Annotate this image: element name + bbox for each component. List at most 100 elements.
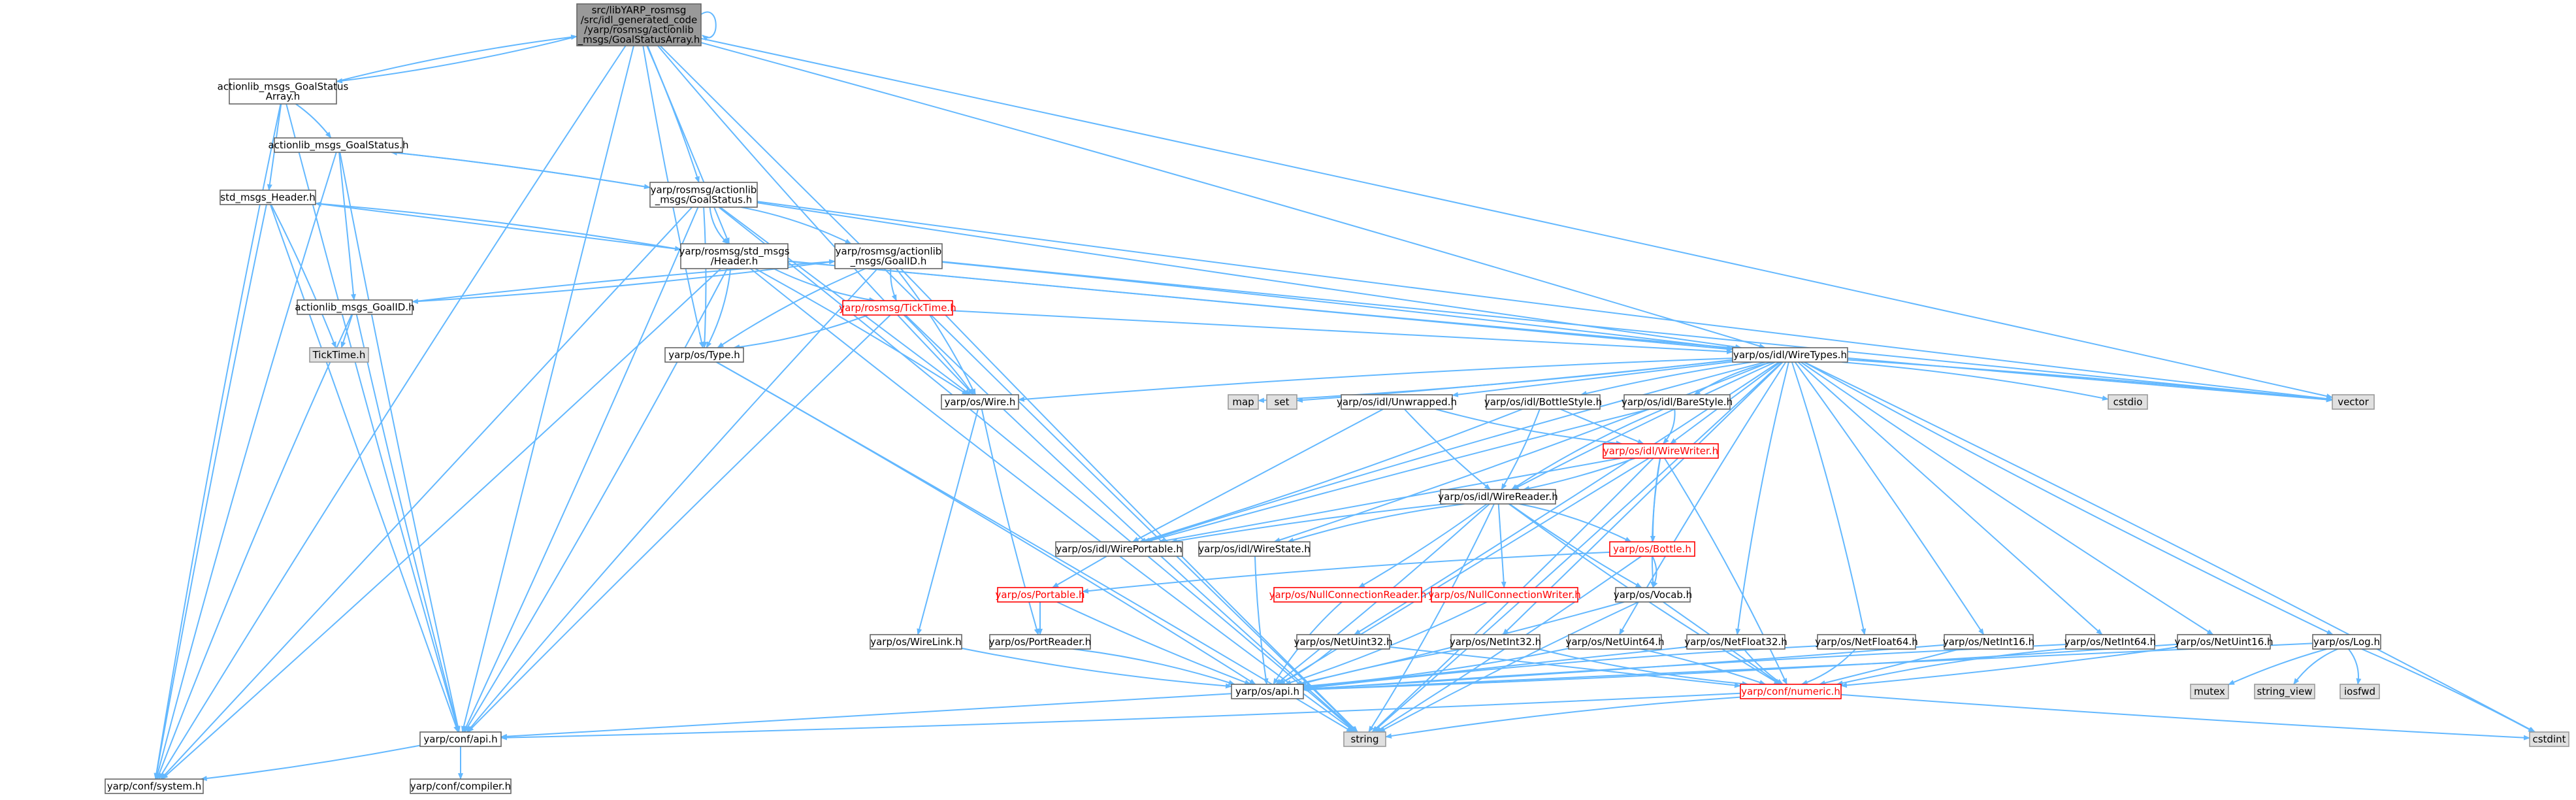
node-netuint32[interactable]: yarp/os/NetUint32.h — [1294, 634, 1393, 650]
node-label: yarp/conf/system.h — [107, 780, 202, 792]
node-nullreader[interactable]: yarp/os/NullConnectionReader.h — [1269, 587, 1427, 603]
node-netfloat64[interactable]: yarp/os/NetFloat64.h — [1815, 634, 1918, 650]
edge-gsa-to-gs — [295, 103, 332, 139]
node-box — [1450, 634, 1541, 650]
edge-confapi-to-system — [200, 744, 421, 781]
node-wireportable[interactable]: yarp/os/idl/WirePortable.h — [1055, 541, 1183, 557]
node-confapi[interactable]: yarp/conf/api.h — [419, 731, 502, 747]
edge-root-to-yhdr — [647, 45, 730, 244]
node-root[interactable]: src/libYARP_rosmsg/src/idl_generated_cod… — [576, 3, 702, 46]
node-gs[interactable]: actionlib_msgs_GoalStatus.h — [268, 137, 409, 153]
node-netint16[interactable]: yarp/os/NetInt16.h — [1943, 634, 2034, 650]
node-unwrapped[interactable]: yarp/os/idl/Unwrapped.h — [1337, 394, 1457, 410]
node-bottlestyle[interactable]: yarp/os/idl/BottleStyle.h — [1484, 394, 1602, 410]
node-vocab[interactable]: yarp/os/Vocab.h — [1614, 587, 1692, 603]
node-box — [1198, 541, 1311, 557]
node-box — [1609, 541, 1695, 557]
node-label: yarp/os/NetFloat64.h — [1815, 636, 1918, 648]
edge-unwrapped-to-wireportable — [1132, 408, 1384, 542]
node-portreader[interactable]: yarp/os/PortReader.h — [989, 634, 1092, 650]
node-bottle[interactable]: yarp/os/Bottle.h — [1609, 541, 1695, 557]
node-log[interactable]: yarp/os/Log.h — [2312, 634, 2381, 650]
edge-ytick-to-confapi — [467, 314, 891, 733]
node-wirereader[interactable]: yarp/os/idl/WireReader.h — [1438, 489, 1558, 505]
node-barestyle[interactable]: yarp/os/idl/BareStyle.h — [1622, 394, 1733, 410]
node-box — [1615, 587, 1691, 603]
node-label: yarp/os/idl/WirePortable.h — [1056, 543, 1182, 555]
node-wirelink[interactable]: yarp/os/WireLink.h — [870, 634, 962, 650]
node-compiler[interactable]: yarp/conf/compiler.h — [410, 778, 512, 794]
edge-wirereader-to-nullreader — [1358, 503, 1488, 588]
edge-wirereader-to-nullwriter — [1497, 503, 1507, 588]
node-ygs[interactable]: yarp/rosmsg/actionlib_msgs/GoalStatus.h — [649, 182, 758, 208]
node-api[interactable]: yarp/os/api.h — [1231, 684, 1304, 699]
edge-wirereader-to-string — [1368, 503, 1495, 733]
edge-bottle-to-vocab — [1652, 556, 1658, 588]
node-netfloat32[interactable]: yarp/os/NetFloat32.h — [1684, 634, 1787, 650]
edge-wiretypes-to-bottlestyle — [1580, 361, 1753, 396]
edge-gid-to-system — [156, 314, 353, 780]
edge-ygid-to-string — [900, 268, 1358, 733]
node-label: actionlib_msgs_GoalID.h — [295, 301, 414, 314]
edge-log-to-api — [1303, 642, 2313, 693]
node-set[interactable]: set — [1266, 394, 1297, 410]
header-nodes: src/libYARP_rosmsg/src/idl_generated_cod… — [105, 3, 2569, 794]
node-box — [1740, 684, 1842, 699]
node-gid[interactable]: actionlib_msgs_GoalID.h — [295, 299, 415, 315]
edge-gid-to-confapi — [355, 314, 460, 733]
node-label: yarp/rosmsg/actionlib_msgs/GoalID.h — [836, 246, 942, 268]
edge-wirewriter-to-api — [1279, 458, 1650, 685]
node-type[interactable]: yarp/os/Type.h — [664, 347, 744, 363]
node-box — [870, 634, 962, 650]
node-iosfwd[interactable]: iosfwd — [2340, 684, 2380, 699]
node-label: yarp/os/Wire.h — [945, 396, 1016, 408]
node-ygid[interactable]: yarp/rosmsg/actionlib_msgs/GoalID.h — [834, 243, 943, 269]
edge-portreader-to-api — [1073, 648, 1235, 686]
node-string[interactable]: string — [1343, 731, 1386, 747]
edge-wiretypes-to-vector — [1847, 359, 2333, 403]
edge-netuint64-to-numeric — [1640, 648, 1767, 685]
node-tick[interactable]: TickTime.h — [309, 347, 369, 363]
node-stringview[interactable]: string_view — [2254, 684, 2315, 699]
node-vector[interactable]: vector — [2332, 394, 2375, 410]
edge-ygid-to-wire — [896, 268, 976, 395]
node-label: yarp/conf/numeric.h — [1741, 686, 1840, 697]
edge-root-to-string — [659, 45, 1358, 733]
node-label: yarp/os/NetInt16.h — [1943, 636, 2034, 648]
node-system[interactable]: yarp/conf/system.h — [105, 778, 204, 794]
edge-wirelink-to-api — [961, 647, 1232, 689]
node-wirestate[interactable]: yarp/os/idl/WireState.h — [1198, 541, 1311, 557]
node-netuint16[interactable]: yarp/os/NetUint16.h — [2174, 634, 2274, 650]
node-yhdr[interactable]: yarp/rosmsg/std_msgs/Header.h — [679, 243, 790, 269]
node-wirewriter[interactable]: yarp/os/idl/WireWriter.h — [1603, 443, 1719, 459]
node-mutex[interactable]: mutex — [2190, 684, 2229, 699]
node-box — [989, 634, 1091, 650]
node-cstdint[interactable]: cstdint — [2529, 731, 2569, 747]
node-ytick[interactable]: yarp/rosmsg/TickTime.h — [839, 300, 956, 316]
node-nullwriter[interactable]: yarp/os/NullConnectionWriter.h — [1428, 587, 1581, 603]
node-wiretypes[interactable]: yarp/os/idl/WireTypes.h — [1732, 347, 1848, 363]
edge-ygid-to-confapi — [466, 268, 878, 733]
node-cstdio[interactable]: cstdio — [2108, 394, 2148, 410]
edge-wiretypes-to-netfloat64 — [1791, 361, 1867, 635]
edge-portable-to-api — [1056, 601, 1252, 685]
node-label: yarp/os/NetFloat32.h — [1684, 636, 1787, 648]
node-label: yarp/os/Bottle.h — [1613, 543, 1691, 555]
node-box — [1231, 684, 1304, 699]
node-label: yarp/os/NullConnectionReader.h — [1269, 589, 1427, 601]
node-portable[interactable]: yarp/os/Portable.h — [996, 587, 1085, 603]
node-label: yarp/os/idl/WireState.h — [1198, 543, 1310, 555]
node-label: yarp/os/idl/BottleStyle.h — [1484, 396, 1602, 408]
node-netuint64[interactable]: yarp/os/NetUint64.h — [1565, 634, 1665, 650]
edge-ygs-to-confapi — [463, 207, 699, 733]
edge-unwrapped-to-wirereader — [1404, 408, 1491, 490]
node-netint64[interactable]: yarp/os/NetInt64.h — [2064, 634, 2156, 650]
node-hdr[interactable]: std_msgs_Header.h — [220, 190, 316, 205]
node-map[interactable]: map — [1228, 394, 1259, 410]
node-wire[interactable]: yarp/os/Wire.h — [941, 394, 1019, 410]
node-label: yarp/os/idl/WireTypes.h — [1733, 349, 1847, 361]
edge-yhdr-to-hdr — [315, 201, 681, 250]
node-netint32[interactable]: yarp/os/NetInt32.h — [1450, 634, 1541, 650]
node-numeric[interactable]: yarp/conf/numeric.h — [1740, 684, 1842, 699]
